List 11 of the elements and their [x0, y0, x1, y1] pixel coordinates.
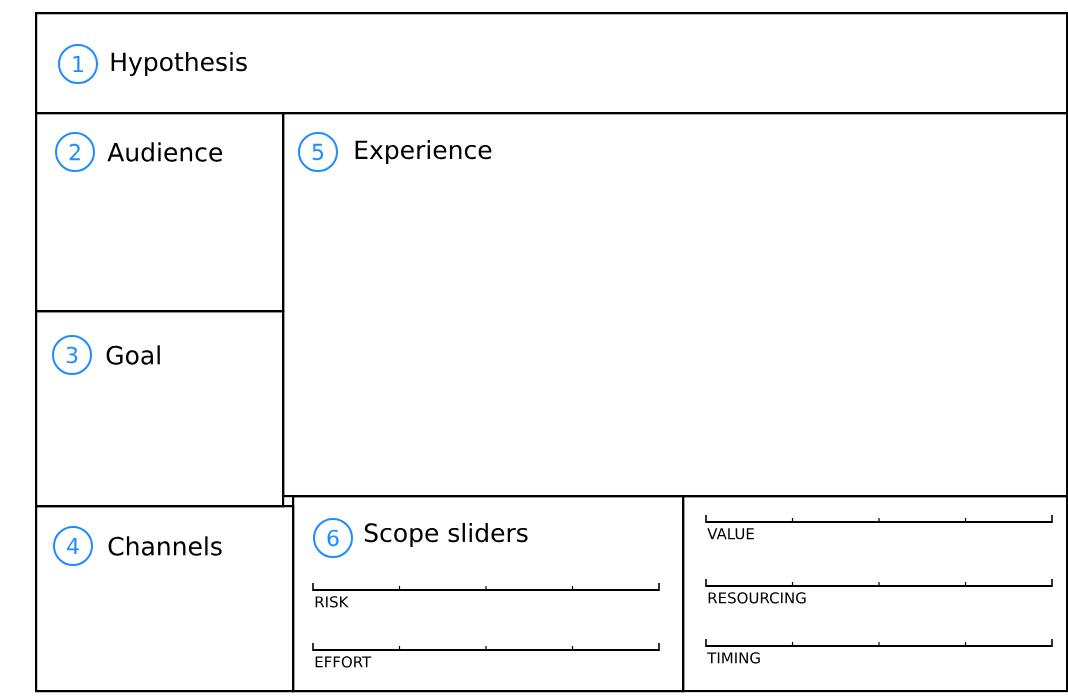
callout-number: 6 — [313, 518, 353, 558]
slider-label: VALUE — [707, 528, 754, 540]
slider-label: RESOURCING — [708, 592, 806, 604]
slider-label: EFFORT — [315, 656, 372, 668]
slider-label: TIMING — [707, 652, 760, 664]
callout-number: 2 — [55, 132, 95, 172]
callout-number: 4 — [53, 526, 93, 566]
callout-number: 3 — [52, 335, 92, 375]
callout-number: 1 — [58, 44, 98, 84]
callout-number: 5 — [298, 132, 338, 172]
slider-label: RISK — [315, 596, 349, 608]
